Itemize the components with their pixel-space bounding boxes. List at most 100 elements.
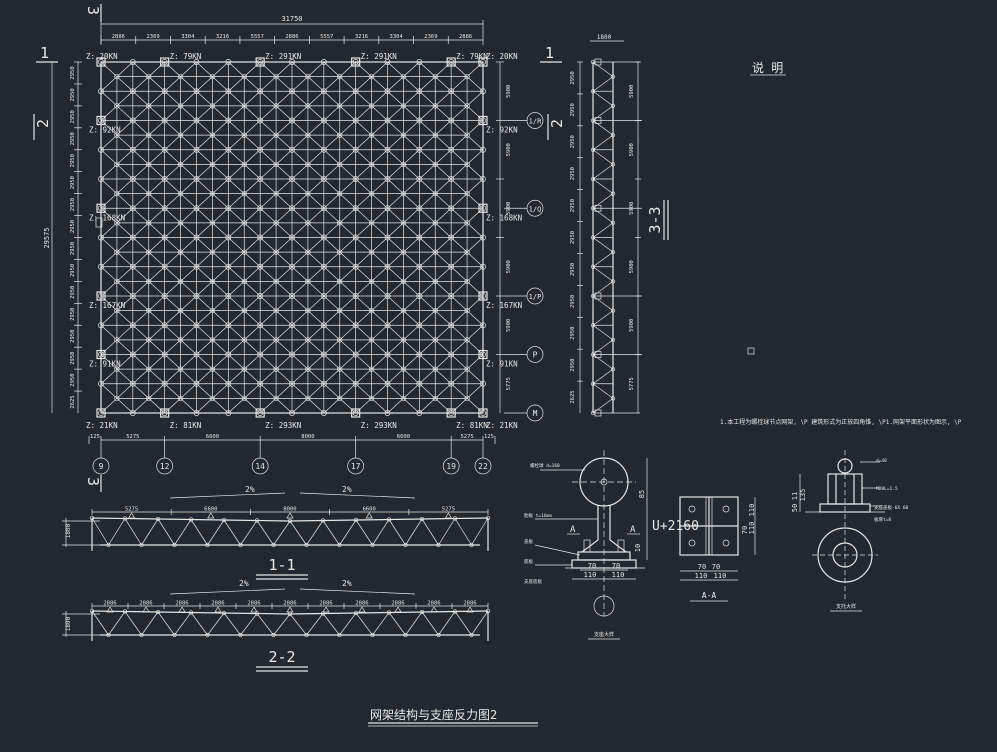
lower-node (368, 249, 375, 255)
section-mark-2-right: 2 (547, 114, 566, 140)
upper-node (448, 351, 455, 358)
lower-node (146, 190, 152, 197)
upper-node (384, 380, 391, 387)
sec-dim-value: 2886 (427, 601, 440, 607)
lower-node (177, 132, 184, 138)
section-1-1-title: 1-1 (268, 556, 295, 574)
support-box (478, 57, 488, 67)
lower-node (368, 132, 375, 138)
elev-node (610, 162, 616, 167)
elev-support (594, 58, 602, 66)
upper-node (320, 117, 327, 124)
elev-web (592, 339, 614, 355)
upper-node (416, 263, 423, 270)
upper-node (193, 59, 200, 65)
top-dim-value: 3216 (355, 34, 368, 40)
left-dim-value: 2950 (70, 242, 76, 255)
sec-support-mark (286, 606, 294, 613)
lower-node (400, 161, 407, 168)
axis-bubble (92, 457, 110, 475)
aa-bolt-4 (722, 539, 730, 547)
section-mark-3-top: 3 (84, 4, 102, 22)
axis-label: 12 (160, 462, 170, 471)
lower-node (114, 103, 120, 109)
sec-node (386, 610, 392, 615)
section-mark-a-right: A (630, 525, 636, 535)
upper-node (416, 146, 423, 153)
elev-right-value: 5900 (629, 202, 635, 215)
axis-label: 9 (99, 462, 104, 471)
upper-node (480, 351, 486, 358)
lower-node (400, 220, 407, 226)
lower-node (273, 220, 279, 226)
support-box (478, 349, 488, 360)
lower-node (432, 307, 438, 314)
sec-web (141, 518, 159, 546)
b-callout-4: 板厚t=8 (874, 516, 891, 523)
upper-node (480, 88, 486, 95)
sec-node (155, 516, 161, 522)
upper-node (161, 205, 168, 212)
sec-node (205, 632, 210, 638)
left-reaction: Z: 168KN (89, 213, 125, 222)
sec-dim-value: 2886 (247, 601, 260, 607)
row-axis-label: 1/R (529, 118, 542, 126)
sec-node (337, 632, 342, 638)
sec-node (452, 609, 458, 614)
support-box (351, 408, 361, 418)
upper-node (289, 146, 295, 153)
upper-node (129, 88, 136, 95)
lower-node (337, 337, 343, 343)
lower-node (177, 337, 184, 343)
sec-web (91, 517, 109, 546)
section-2-2-title: 2-2 (268, 648, 295, 666)
dim-side: 10 (634, 544, 642, 552)
upper-node (320, 59, 327, 65)
sec-node (370, 632, 375, 638)
upper-node (448, 293, 455, 299)
upper-node (480, 263, 486, 270)
right-dim-value: 5900 (506, 143, 512, 156)
notes-line-1: 1.本工程为螺栓球节点网架, \P 建筑形式为正放四角锥, \P1.网架平面形状… (720, 418, 962, 426)
sec2-slope-right: 2% (342, 579, 352, 588)
upper-node (129, 176, 136, 182)
lower-node (241, 249, 247, 255)
sec-web (141, 611, 159, 636)
upper-node (161, 176, 168, 182)
lower-node (305, 395, 311, 402)
top-dim-value: 2369 (146, 34, 159, 40)
upper-node (289, 380, 295, 387)
upper-node (193, 322, 200, 329)
section-2-2-truss (62, 608, 491, 641)
lower-node (432, 103, 438, 109)
sec-dim-value: 2886 (355, 601, 368, 607)
upper-node (193, 380, 200, 387)
sec-web (454, 611, 472, 636)
upper-node (257, 88, 264, 95)
lower-node (464, 337, 470, 343)
callout-4: 底板 (524, 558, 533, 565)
lower-node (177, 161, 184, 168)
upper-node (257, 234, 264, 241)
upper-node (320, 322, 327, 329)
lower-node (273, 366, 279, 372)
upper-node (416, 176, 423, 182)
lower-node (146, 73, 152, 80)
elev-web (592, 76, 614, 92)
left-reaction: Z: 91KN (89, 360, 121, 369)
sec-web (405, 611, 423, 636)
lower-node (368, 366, 375, 372)
upper-node (257, 146, 264, 153)
callout-leader-3 (534, 544, 581, 556)
axis-bubble (474, 457, 492, 475)
bottom-reaction: Z: 293KN (361, 421, 397, 430)
upper-node (448, 117, 455, 124)
upper-node (416, 234, 423, 241)
elev-web (592, 281, 614, 297)
notes: 说 明 1.本工程为螺栓球节点网架, \P 建筑形式为正放四角锥, \P1.网架… (720, 60, 962, 426)
bolt-right (617, 539, 625, 553)
sec1-slope-left: 2% (245, 485, 255, 494)
